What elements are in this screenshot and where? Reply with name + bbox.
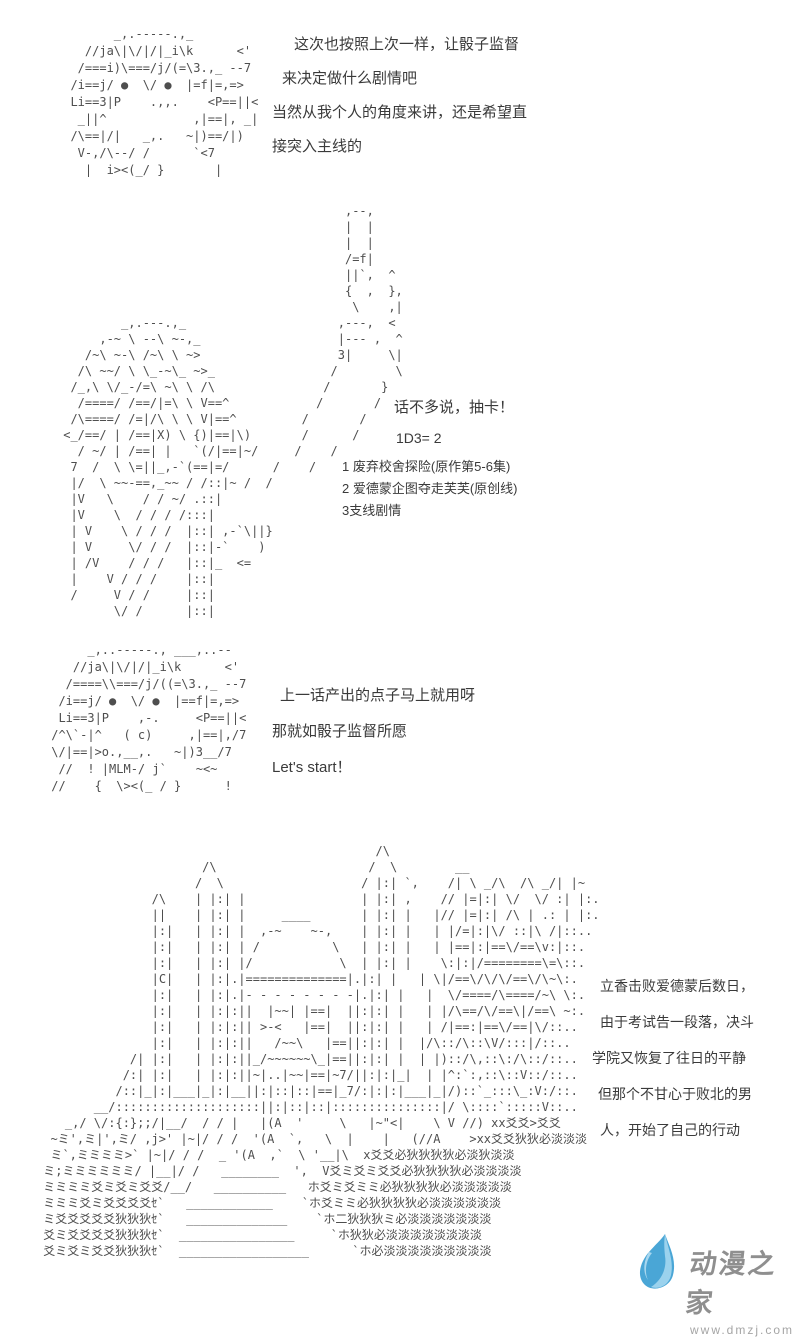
ascii-art-pointing-figure: ,--, | | | | /=f| ||`, ^ (63, 204, 403, 618)
water-drop-icon (639, 1234, 675, 1289)
narration-line: 但那个不甘心于败北的男 (598, 1086, 752, 1102)
dice-option: 3支线剧情 (342, 503, 402, 518)
dialogue-line: 这次也按照上次一样，让骰子监督 (294, 36, 520, 53)
watermark-texts: 动漫之家 www.dmzj.com (684, 1232, 800, 1337)
dialogue-line: 那就如骰子监督所愿 (272, 723, 408, 740)
site-watermark: 动漫之家 www.dmzj.com (634, 1232, 800, 1337)
site-url: www.dmzj.com (690, 1323, 795, 1337)
narration-line: 学院又恢复了往日的平静 (592, 1050, 746, 1066)
site-name: 动漫之家 (684, 1249, 779, 1318)
narration-line: 由于考试告一段落，决斗 (600, 1014, 754, 1030)
dice-roll-result: 1D3= 2 (396, 430, 442, 446)
ascii-art-girl-face-mid: _,..-----., ___,..-- //ja\|\/|/|_i\k <' … (51, 643, 247, 793)
narration-line: 人，开始了自己的行动 (600, 1122, 740, 1138)
dialogue-line: 接突入主线的 (272, 138, 363, 155)
dialogue-line: 当然从我个人的角度来讲，还是希望直 (272, 104, 528, 121)
dialogue-line: 上一话产出的点子马上就用呀 (280, 687, 476, 704)
dice-option: 1 废弃校舍探险(原作第5-6集) (342, 459, 511, 474)
dice-options-list: 1 废弃校舍探险(原作第5-6集) 2 爱德蒙企图夺走芙芙(原创线) 3支线剧情 (342, 456, 518, 522)
dialogue-line: 来决定做什么剧情吧 (282, 70, 418, 87)
ascii-art-girl-face-top: _,.-----.,_ //ja\|\/|/|_i\k <' /===i)\==… (70, 27, 259, 177)
dialogue-mid-block: 上一话产出的点子马上就用呀 那就如骰子监督所愿 Let's start！ (272, 678, 532, 786)
dice-option: 2 爱德蒙企图夺走芙芙(原创线) (342, 481, 518, 496)
dice-intro-text: 话不多说，抽卡！ (394, 399, 515, 416)
dialogue-top-block: 这次也按照上次一样，让骰子监督 来决定做什么剧情吧 当然从我个人的角度来讲，还是… (272, 28, 542, 164)
narration-line: 立香击败爱德蒙后数日， (600, 978, 754, 994)
narration-block: 立香击败爱德蒙后数日， 由于考试告一段落，决斗 学院又恢复了往日的平静 但那个不… (592, 968, 797, 1148)
ascii-art-duel-academy-castle: /\ /\ / \ __ / \ / |:| `, /| \ _/\ /\ _/… (43, 844, 600, 1258)
dialogue-line: Let's start！ (272, 759, 352, 776)
